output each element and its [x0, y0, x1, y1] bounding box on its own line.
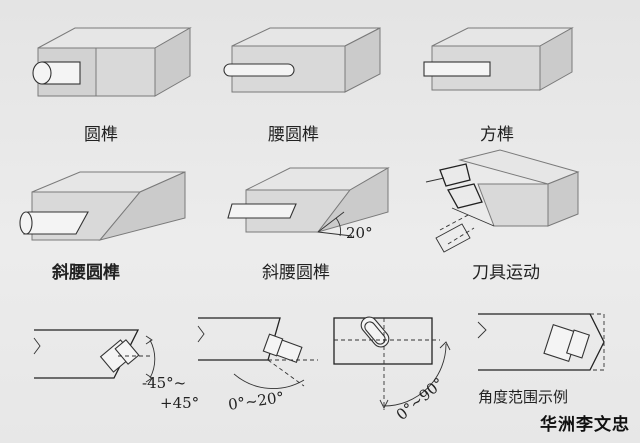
- angle-range-example-figure: [477, 313, 605, 371]
- round-tenon-figure: [32, 27, 192, 97]
- caption-square-tenon: 方榫: [480, 125, 514, 145]
- caption-tool-motion: 刀具运动: [472, 263, 540, 283]
- caption-waist-round-tenon: 腰圆榫: [268, 125, 319, 145]
- waist-round-tenon-figure: [223, 27, 381, 93]
- angle-label-20: 20°: [346, 224, 373, 242]
- tool-motion-figure: [425, 149, 580, 253]
- angle-label-range1-line1: -45°~: [142, 374, 187, 392]
- angle-range-figure-1: [33, 329, 156, 383]
- angle-label-range1-line2: +45°: [160, 394, 200, 412]
- oblique-tenon-figure-1: [19, 171, 186, 241]
- watermark-text: 华洲李文忠: [540, 415, 630, 435]
- angle-range-figure-3: [333, 316, 451, 410]
- caption-oblique-waist-round-tenon-bold: 斜腰圆榫: [52, 263, 120, 283]
- caption-oblique-waist-round-tenon: 斜腰圆榫: [262, 263, 330, 283]
- caption-angle-range-example: 角度范围示例: [478, 388, 569, 406]
- square-tenon-figure: [423, 27, 574, 91]
- caption-round-tenon: 圆榫: [84, 125, 118, 145]
- angle-range-figure-2: [197, 317, 318, 389]
- oblique-tenon-figure-2: [227, 167, 390, 237]
